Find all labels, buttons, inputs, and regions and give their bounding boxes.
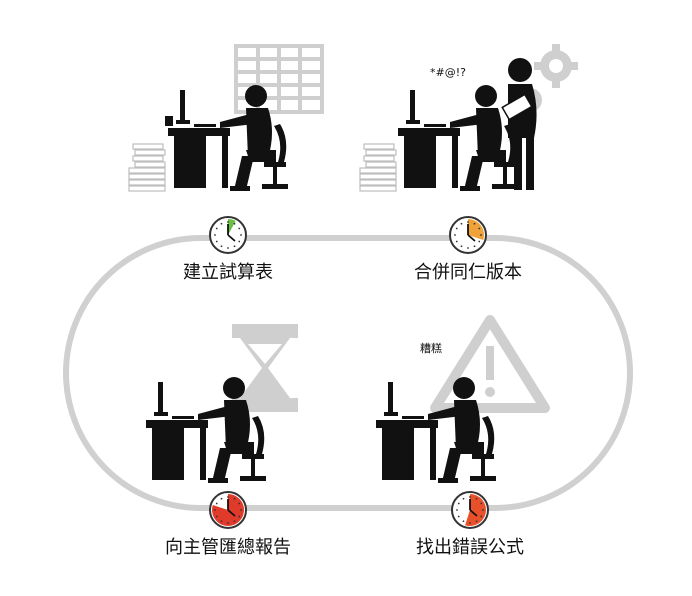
swearing-caption: *#@!?	[430, 66, 466, 79]
step-label-build-spreadsheet: 建立試算表	[183, 262, 273, 283]
clock-find-formula-errors-icon	[451, 491, 489, 529]
scene-merge-versions: *#@!?	[359, 44, 578, 192]
scene-build-spreadsheet	[128, 44, 324, 192]
clock-build-spreadsheet-icon	[209, 216, 247, 254]
paper-stack-icon	[359, 143, 397, 192]
scene-report-summary	[146, 324, 298, 483]
hourglass-icon	[232, 324, 298, 412]
mug-icon	[165, 116, 173, 126]
step-label-report-summary: 向主管匯總報告	[165, 537, 291, 558]
step-label-find-formula-errors: 找出錯誤公式	[416, 537, 524, 558]
clock-elapsed-wedge	[468, 219, 485, 240]
standing-colleague-icon	[501, 58, 537, 190]
workflow-loop-track	[63, 235, 633, 511]
paper-stack-icon	[128, 143, 166, 192]
worker-at-desk-icon	[398, 85, 518, 191]
clock-merge-versions-icon	[449, 216, 487, 254]
scene-find-formula-errors: 糟糕	[376, 315, 550, 483]
step-label-merge-versions: 合併同仁版本	[414, 262, 522, 283]
clock-elapsed-wedge	[228, 219, 236, 235]
worker-at-desk-icon	[376, 377, 496, 483]
clock-report-summary-icon	[209, 491, 247, 529]
worker-at-desk-icon	[168, 85, 288, 191]
mess-caption: 糟糕	[420, 341, 442, 355]
warning-triangle-icon	[430, 315, 550, 413]
